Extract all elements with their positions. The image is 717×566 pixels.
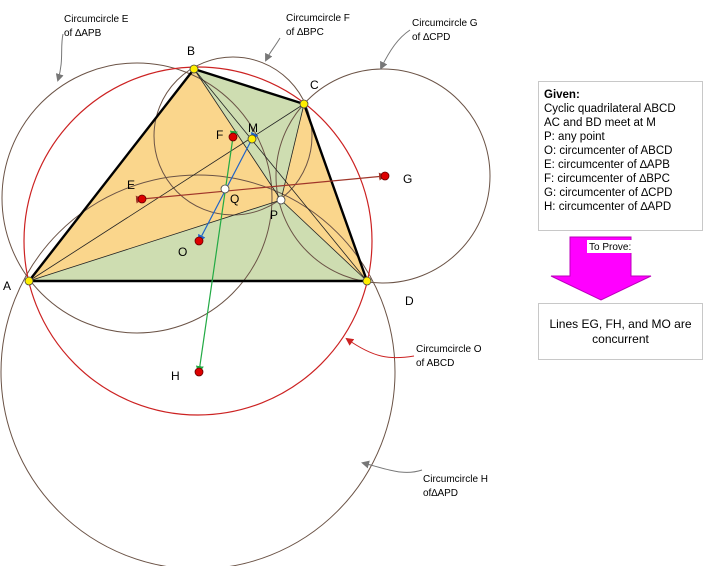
given-line: O: circumcenter of ABCD [544, 145, 673, 157]
white-points [220, 184, 286, 205]
point-labels: A B C D P M Q O E F G H [3, 44, 414, 383]
label-G: G [403, 172, 412, 186]
point-A [24, 276, 34, 286]
point-G [380, 171, 390, 181]
circumcircle-O [23, 66, 373, 416]
callout-connector-O [345, 337, 415, 359]
point-M [247, 134, 257, 144]
point-D [362, 276, 372, 286]
to-prove-box: Lines EG, FH, and MO are concurrent [538, 303, 703, 360]
given-line: F: circumcenter of ∆BPC [544, 173, 670, 185]
point-E [137, 194, 147, 204]
point-F [228, 132, 238, 142]
given-title: Given: [544, 89, 580, 101]
center-points [137, 132, 390, 377]
given-line: AC and BD meet at M [544, 117, 656, 129]
vertex-points [24, 64, 372, 286]
given-line: H: circumcenter of ∆APD [544, 201, 672, 213]
callout-connectors [55, 29, 423, 473]
given-box: Given: Cyclic quadrilateral ABCD AC and … [538, 81, 703, 231]
given-line: Cyclic quadrilateral ABCD [544, 103, 676, 115]
point-H [194, 367, 204, 377]
point-Q [220, 184, 230, 194]
label-E: E [127, 178, 135, 192]
point-O [194, 236, 204, 246]
point-B [189, 64, 199, 74]
given-line: E: circumcenter of ∆APB [544, 159, 670, 171]
point-C [299, 99, 309, 109]
given-line: P: any point [544, 131, 605, 143]
point-P [276, 195, 286, 205]
label-H: H [171, 369, 180, 383]
given-line: G: circumcenter of ∆CPD [544, 187, 673, 199]
to-prove-arrow: To Prove: [550, 236, 652, 301]
label-O: O [178, 245, 187, 259]
label-C: C [310, 78, 319, 92]
label-P: P [270, 208, 278, 222]
label-F: F [216, 128, 223, 142]
line-EG [135, 172, 387, 204]
label-D: D [405, 294, 414, 308]
label-Q: Q [230, 192, 239, 206]
label-B: B [187, 44, 195, 58]
label-A: A [3, 279, 11, 293]
to-prove-statement: Lines EG, FH, and MO are concurrent [549, 317, 692, 346]
to-prove-label: To Prove: [589, 242, 631, 253]
label-M: M [248, 121, 258, 135]
